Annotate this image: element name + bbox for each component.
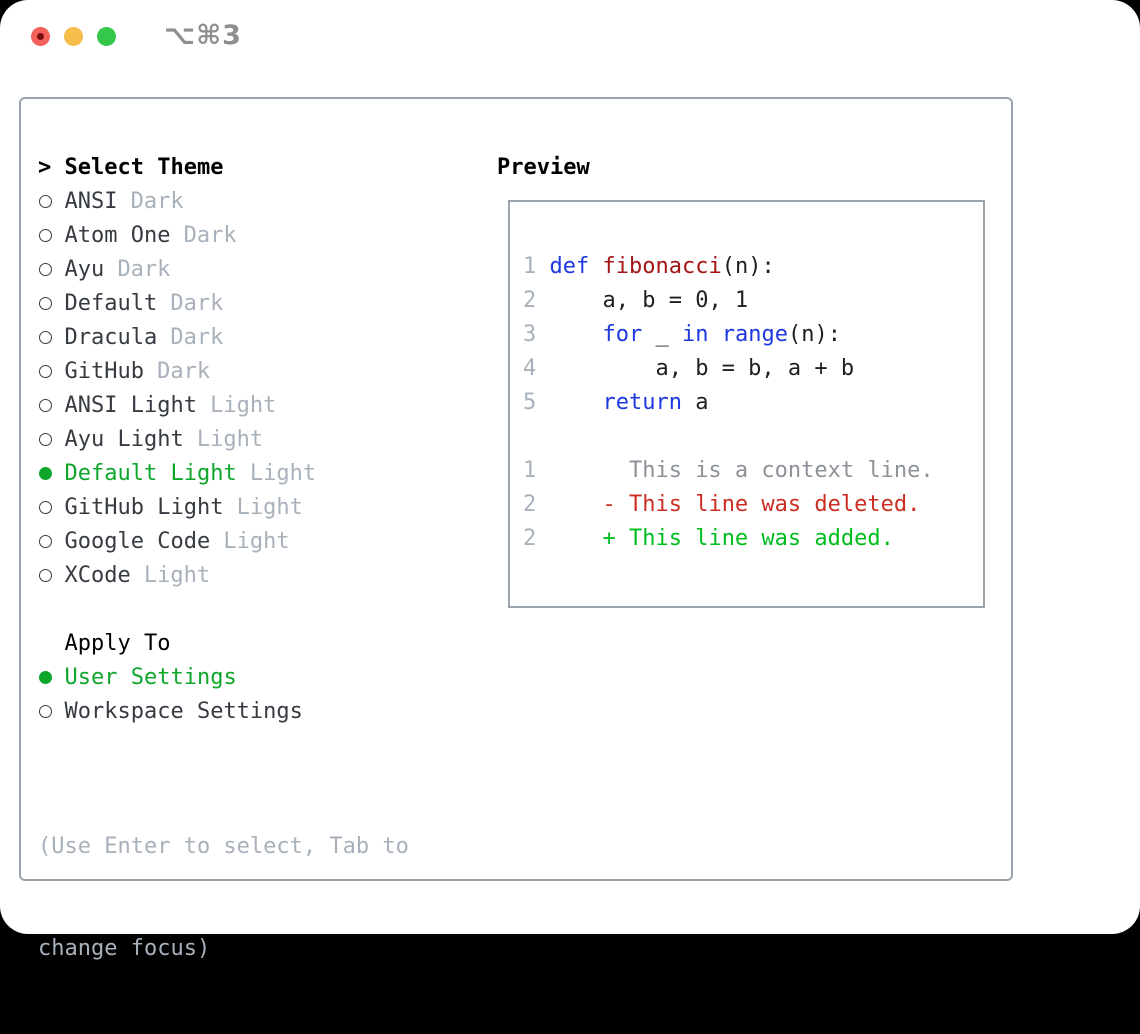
option-label: XCode <box>64 562 131 588</box>
select-theme-title: Select Theme <box>64 154 224 180</box>
select-theme-header: > Select Theme <box>38 150 483 184</box>
theme-option[interactable]: XCode Light <box>38 558 483 592</box>
spacer <box>38 592 483 626</box>
option-variant-label: Dark <box>183 222 237 248</box>
option-label: Google Code <box>64 528 211 554</box>
preview-line: 4 a, b = b, a + b <box>523 356 855 381</box>
option-label: Ayu Light <box>64 426 184 452</box>
modified-indicator-icon <box>37 33 44 40</box>
option-variant-label: Dark <box>157 358 211 384</box>
option-variant-label: Dark <box>117 256 171 282</box>
preview-line: 2 - This line was deleted. <box>523 492 921 517</box>
option-variant-label: Light <box>223 528 290 554</box>
theme-option[interactable]: Google Code Light <box>38 524 483 558</box>
option-label: GitHub Light <box>64 494 224 520</box>
preview-pane: 1 def fibonacci(n): 2 a, b = 0, 1 3 for _ … <box>508 200 985 608</box>
theme-option[interactable]: ANSI Light Light <box>38 388 483 422</box>
option-label: Default Light <box>64 460 237 486</box>
option-label: Atom One <box>64 222 171 248</box>
option-variant-label: Light <box>249 460 317 486</box>
option-variant-label: Light <box>196 426 264 452</box>
radio-unselected-icon <box>38 262 65 276</box>
radio-selected-icon <box>38 670 65 684</box>
preview-line: 3 for _ in range(n): <box>523 322 841 347</box>
help-line-2: change focus) <box>38 936 211 961</box>
option-label: GitHub <box>64 358 144 384</box>
help-line-1: (Use Enter to select, Tab to <box>38 834 409 859</box>
radio-unselected-icon <box>38 432 65 446</box>
theme-option[interactable]: GitHub Dark <box>38 354 483 388</box>
preview-line: 1 This is a context line. <box>523 458 934 483</box>
prompt-icon: > <box>38 154 52 180</box>
theme-option[interactable]: Dracula Dark <box>38 320 483 354</box>
preview-title: Preview <box>497 154 590 180</box>
radio-unselected-icon <box>38 228 65 242</box>
option-variant-label: Dark <box>170 290 224 316</box>
option-label: User Settings <box>64 664 237 690</box>
radio-unselected-icon <box>38 296 65 310</box>
window-titlebar <box>31 27 116 46</box>
spacer <box>38 728 483 762</box>
minimize-button[interactable] <box>64 27 83 46</box>
option-label: Workspace Settings <box>64 698 303 724</box>
option-label: ANSI Light <box>64 392 197 418</box>
radio-unselected-icon <box>38 330 65 344</box>
option-variant-label: Dark <box>170 324 224 350</box>
keyboard-shortcut-label: ⌥⌘3 <box>164 20 242 51</box>
preview-line: 1 def fibonacci(n): <box>523 254 775 279</box>
radio-selected-icon <box>38 466 65 480</box>
option-label: Dracula <box>64 324 158 350</box>
radio-unselected-icon <box>38 704 65 718</box>
preview-line: 2 + This line was added. <box>523 526 894 551</box>
radio-unselected-icon <box>38 194 65 208</box>
preview-line: 5 return a <box>523 390 709 415</box>
zoom-button[interactable] <box>97 27 116 46</box>
help-text: (Use Enter to select, Tab to change focu… <box>38 762 483 1034</box>
theme-option[interactable]: Default Dark <box>38 286 483 320</box>
option-variant-label: Light <box>236 494 303 520</box>
theme-option[interactable]: ANSI Dark <box>38 184 483 218</box>
option-label: Ayu <box>64 256 105 282</box>
theme-option[interactable]: Atom One Dark <box>38 218 483 252</box>
radio-unselected-icon <box>38 364 65 378</box>
apply-to-option[interactable]: User Settings <box>38 660 483 694</box>
radio-unselected-icon <box>38 398 65 412</box>
option-label: Default <box>64 290 158 316</box>
theme-option[interactable]: GitHub Light Light <box>38 490 483 524</box>
radio-unselected-icon <box>38 500 65 514</box>
apply-to-option[interactable]: Workspace Settings <box>38 694 483 728</box>
option-variant-label: Dark <box>130 188 184 214</box>
option-variant-label: Light <box>143 562 211 588</box>
apply-to-title: Apply To <box>64 630 171 656</box>
theme-option[interactable]: Default Light Light <box>38 456 483 490</box>
theme-option[interactable]: Ayu Dark <box>38 252 483 286</box>
option-variant-label: Light <box>210 392 277 418</box>
apply-to-header: Apply To <box>38 626 483 660</box>
radio-unselected-icon <box>38 568 65 582</box>
close-button[interactable] <box>31 27 50 46</box>
radio-unselected-icon <box>38 534 65 548</box>
preview-line: 2 a, b = 0, 1 <box>523 288 749 313</box>
theme-option[interactable]: Ayu Light Light <box>38 422 483 456</box>
preview-line <box>523 420 983 454</box>
option-label: ANSI <box>64 188 118 214</box>
